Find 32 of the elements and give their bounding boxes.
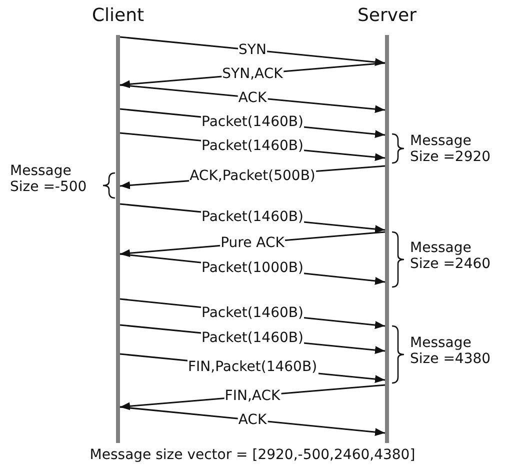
edge-label: Packet(1460B): [200, 330, 304, 346]
edge-label: ACK,Packet(500B): [188, 168, 316, 184]
message-arrow: [120, 324, 386, 354]
message-arrow: [120, 132, 386, 162]
lifeline-title: Server: [356, 5, 418, 27]
message-arrow: [120, 298, 386, 329]
message-arrow: [120, 36, 386, 66]
caption: Message size vector = [2920,-500,2460,4380]: [88, 447, 416, 463]
edge-label: Packet(1460B): [200, 209, 304, 225]
edge-label: Packet(1000B): [200, 260, 304, 276]
note: Message Size =2920: [410, 133, 492, 165]
message-arrow: [120, 353, 386, 383]
edge-label: SYN,ACK: [221, 66, 284, 82]
edge-label: FIN,ACK: [224, 388, 282, 404]
edge-label: Packet(1460B): [200, 304, 304, 320]
message-arrow: [120, 84, 386, 114]
message-arrow: [120, 108, 386, 138]
message-arrow: [120, 384, 386, 410]
note: Message Size =4380: [410, 335, 492, 367]
message-arrow: [120, 203, 386, 233]
edge-label: Packet(1460B): [200, 114, 304, 130]
message-arrow: [120, 165, 386, 190]
edge-label: Packet(1460B): [200, 138, 304, 154]
lifeline-title: Client: [90, 5, 146, 27]
edge-label: ACK: [237, 90, 268, 106]
note: Message Size =2460: [410, 240, 492, 272]
message-arrow: [120, 231, 386, 258]
message-arrow: [120, 62, 386, 88]
message-arrow: [120, 406, 386, 436]
edge-label: FIN,Packet(1460B): [186, 359, 318, 375]
message-arrow: [120, 253, 386, 285]
note: Message Size =-500: [10, 163, 88, 195]
